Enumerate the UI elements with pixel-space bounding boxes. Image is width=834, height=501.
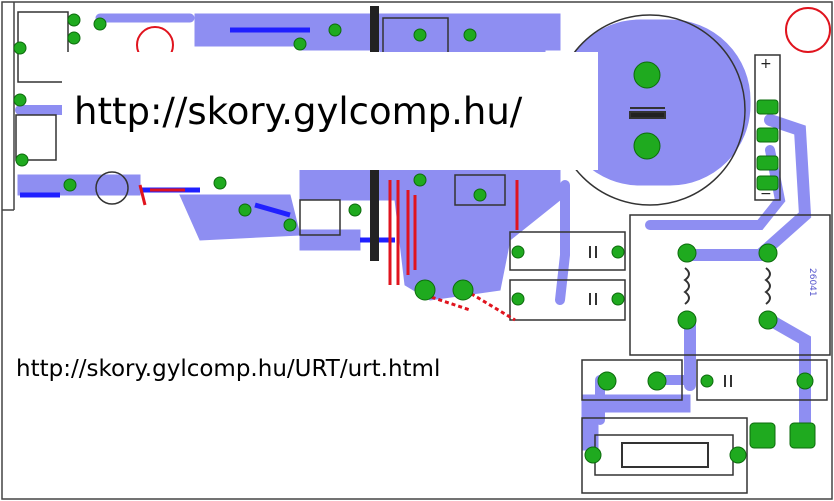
coil-right-symbol xyxy=(764,267,771,305)
tl-pad-7 xyxy=(93,17,107,31)
choke-pad-1 xyxy=(677,243,697,263)
fuse-pad-1 xyxy=(584,446,602,464)
tl-pad-2 xyxy=(67,31,81,45)
terminal-minus-label: − xyxy=(760,186,772,202)
center-ic-outline xyxy=(454,174,506,206)
c3-pad-2 xyxy=(796,372,814,390)
left-ic-2-outline xyxy=(15,114,57,161)
jumper-6 xyxy=(138,184,147,206)
fuse-pad-2 xyxy=(729,446,747,464)
tl-pad-8 xyxy=(293,37,307,51)
trace-cap-down xyxy=(555,180,570,305)
center-pad-1 xyxy=(413,173,427,187)
trace-left-pour xyxy=(17,174,141,196)
trace-mid-strip xyxy=(299,229,361,251)
res-pad-2 xyxy=(647,371,667,391)
trace-left-mid xyxy=(179,194,301,241)
cap-pad-plus xyxy=(633,61,661,89)
coil-tag-label: 26041 xyxy=(807,268,817,297)
terminal-pad-4 xyxy=(756,175,779,191)
jumper-8 xyxy=(464,288,516,322)
jumper-9 xyxy=(424,293,471,312)
trace-right-mid xyxy=(645,145,786,230)
left-pad-2 xyxy=(238,203,252,217)
terminal-plus-label: + xyxy=(760,56,772,72)
cap-pad-minus xyxy=(633,132,661,160)
film-capacitor-1-outline xyxy=(509,231,626,271)
terminal-pad-3 xyxy=(756,155,779,171)
big-pad-2 xyxy=(452,279,474,301)
tl-pad-1 xyxy=(67,13,81,27)
fuse-holder-outline xyxy=(581,417,748,494)
top-ic-pad-2 xyxy=(463,28,477,42)
tl-pad-3 xyxy=(13,41,27,55)
big-pad-1 xyxy=(414,279,436,301)
small-ic-outline xyxy=(299,199,341,236)
dark-trace-3 xyxy=(254,202,291,218)
left-pad-3 xyxy=(283,218,297,232)
fc1-pad-2 xyxy=(611,245,625,259)
center-pad-2 xyxy=(473,188,487,202)
jumper-wires xyxy=(136,7,831,322)
fc2-pad-1 xyxy=(511,292,525,306)
tl-pad-9 xyxy=(328,23,342,37)
top-ic-pad xyxy=(413,28,427,42)
fuse-element xyxy=(621,442,709,468)
tl-pad-5 xyxy=(15,153,29,167)
coil-left-symbol xyxy=(683,267,690,305)
dark-traces xyxy=(20,27,395,243)
fc1-pad-1 xyxy=(511,245,525,259)
c3-pad-1 xyxy=(700,374,714,388)
pads xyxy=(13,13,816,464)
terminal-block-outline xyxy=(754,54,781,201)
footer-url-link[interactable]: http://skory.gylcomp.hu/URT/urt.html xyxy=(14,356,443,382)
cap-symbol-plate-2 xyxy=(629,111,666,119)
resistor-block-outline xyxy=(581,359,683,401)
tl-pad-4 xyxy=(13,93,27,107)
choke-pad-4 xyxy=(758,310,778,330)
res-pad-1 xyxy=(597,371,617,391)
header-url-link[interactable]: http://skory.gylcomp.hu/ xyxy=(74,89,523,133)
choke-outline xyxy=(629,214,831,356)
choke-pad-3 xyxy=(677,310,697,330)
terminal-pad-1 xyxy=(756,99,779,115)
capacitor-3-outline xyxy=(696,359,828,401)
out-pad-2 xyxy=(789,422,816,449)
component-symbols xyxy=(589,107,771,468)
transistor-outline xyxy=(95,171,129,205)
fc2-pad-2 xyxy=(611,292,625,306)
left-pad-4 xyxy=(348,203,362,217)
header-url-banner: http://skory.gylcomp.hu/ xyxy=(62,52,598,170)
trace-coil-right-down xyxy=(764,314,811,386)
top-right-fiducial xyxy=(785,7,831,53)
film-capacitor-2-outline xyxy=(509,279,626,321)
terminal-pad-2 xyxy=(756,127,779,143)
tl-pad-6 xyxy=(63,178,77,192)
choke-pad-2 xyxy=(758,243,778,263)
out-pad-1 xyxy=(749,422,776,449)
left-pad-1 xyxy=(213,176,227,190)
